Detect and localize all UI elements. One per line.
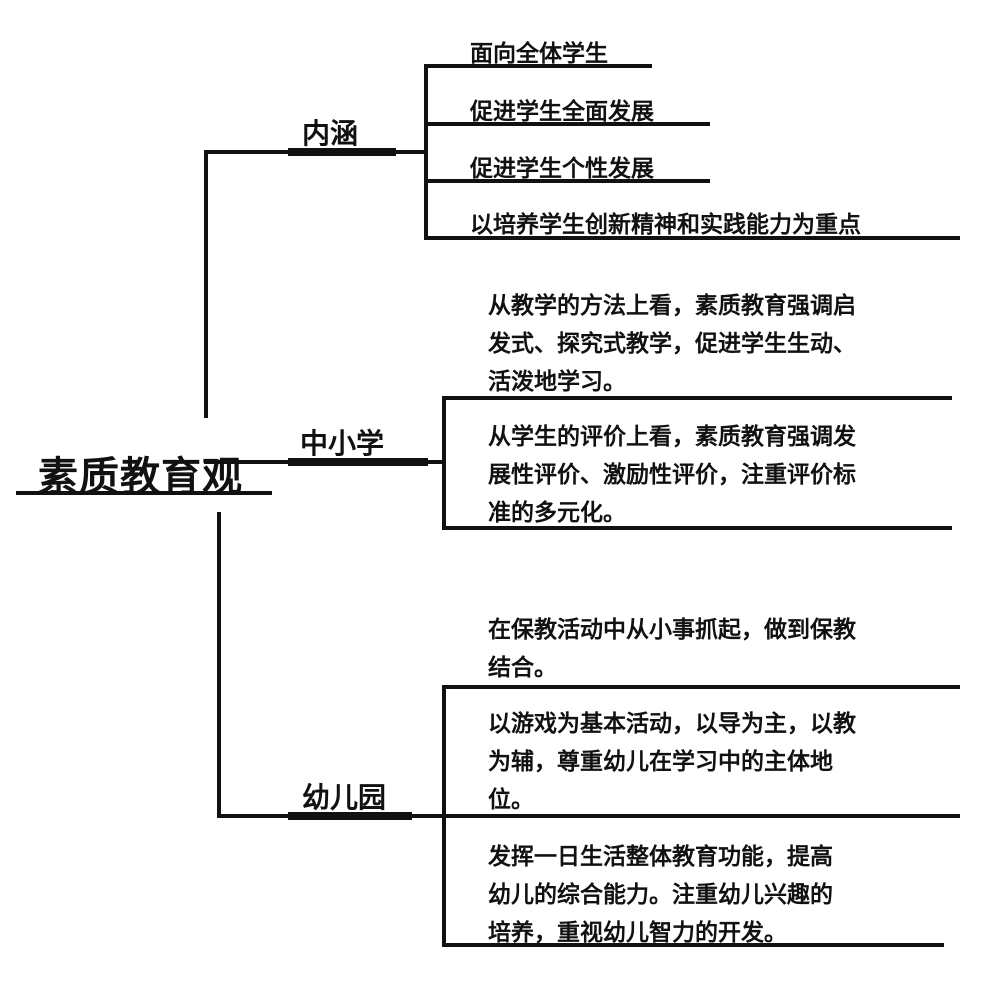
connotation-item-2: 促进学生全面发展 [470,99,654,125]
kindergarten-item-2: 以游戏为基本活动，以导为主，以教 为辅，尊重幼儿在学习中的主体地 位。 [488,705,856,819]
kindergarten-item-2-line-2: 为辅，尊重幼儿在学习中的主体地 [488,749,833,775]
school-item-1-line-2: 发式、探究式教学，促进学生生动、 [488,331,856,357]
connotation-item-4: 以培养学生创新精神和实践能力为重点 [470,212,861,238]
connotation-item-1: 面向全体学生 [470,41,608,67]
connotation-underline [288,148,396,156]
kindergarten-connector [217,814,291,818]
connotation-item-2-line [424,122,710,126]
school-link [428,460,446,464]
school-label: 中小学 [300,427,385,460]
connotation-connector [204,150,290,154]
school-item-1: 从教学的方法上看，素质教育强调启 发式、探究式教学，促进学生生动、 活泼地学习。 [488,287,856,401]
school-item-1-line-3: 活泼地学习。 [488,369,626,395]
school-bracket [442,396,446,528]
root-underline [16,491,272,495]
connotation-item-3: 促进学生个性发展 [470,156,654,182]
school-underline [288,458,428,466]
kindergarten-item-3-line [442,943,944,947]
trunk-upper-line [204,150,208,418]
kindergarten-link [412,814,446,818]
connotation-link [396,150,428,154]
kindergarten-item-3: 发挥一日生活整体教育功能，提高 幼儿的综合能力。注重幼儿兴趣的 培养，重视幼儿智… [488,838,833,952]
kindergarten-item-1-line-1: 在保教活动中从小事抓起，做到保教 [488,617,856,643]
connotation-item-4-line [424,236,960,240]
kindergarten-item-3-line-3: 培养，重视幼儿智力的开发。 [488,920,787,946]
kindergarten-item-2-line [442,814,960,818]
school-connector [204,460,290,464]
school-item-2-line-3: 准的多元化。 [488,500,626,526]
school-item-1-line [442,396,952,400]
school-item-2-line [442,526,952,530]
kindergarten-item-2-line-3: 位。 [488,787,534,813]
kindergarten-item-1-line [442,685,960,689]
kindergarten-item-3-line-1: 发挥一日生活整体教育功能，提高 [488,844,833,870]
school-item-2: 从学生的评价上看，素质教育强调发 展性评价、激励性评价，注重评价标 准的多元化。 [488,418,856,532]
kindergarten-underline [288,812,412,820]
kindergarten-item-1-line-2: 结合。 [488,655,557,681]
school-item-2-line-1: 从学生的评价上看，素质教育强调发 [488,424,856,450]
kindergarten-item-3-line-2: 幼儿的综合能力。注重幼儿兴趣的 [488,882,833,908]
connotation-label: 内涵 [302,117,359,150]
connotation-bracket [424,64,428,240]
trunk-lower-line [217,512,221,816]
kindergarten-label: 幼儿园 [302,781,387,814]
connotation-item-3-line [424,179,710,183]
kindergarten-item-2-line-1: 以游戏为基本活动，以导为主，以教 [488,711,856,737]
school-item-2-line-2: 展性评价、激励性评价，注重评价标 [488,462,856,488]
connotation-item-1-line [424,64,652,68]
school-item-1-line-1: 从教学的方法上看，素质教育强调启 [488,293,856,319]
kindergarten-item-1: 在保教活动中从小事抓起，做到保教 结合。 [488,611,856,687]
